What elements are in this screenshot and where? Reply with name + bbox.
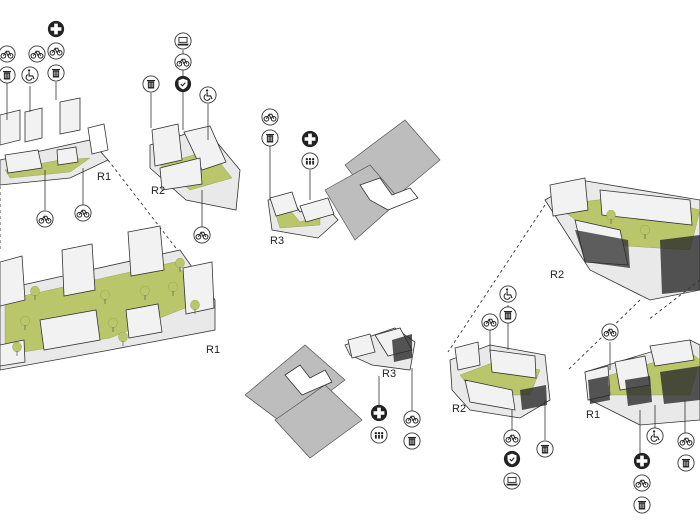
trash-bin-icon [403,432,421,450]
bicycle-icon [28,45,46,63]
wheelchair-icon [646,427,664,445]
connector-line [647,279,700,321]
trash-bin-icon [499,306,517,324]
computer-icon [503,472,521,490]
label-r2-right-large: R2 [550,269,564,281]
bicycle-icon [403,410,421,428]
bicycle-icon [47,42,65,60]
bicycle-icon [193,226,211,244]
bicycle-icon [677,432,695,450]
label-r2-top: R2 [151,185,165,197]
trash-bin-icon [261,129,279,147]
cluster-r1-large [0,225,216,371]
cluster-r2-right-large [544,177,700,301]
shield-icon [503,450,521,468]
label-r2-bottom: R2 [452,403,466,415]
cluster-r3-bottom [244,327,416,459]
label-r1-bottom-right: R1 [586,409,600,421]
shield-icon [174,75,192,93]
trash-bin-icon [142,75,160,93]
trash-bin-icon [536,440,554,458]
bicycle-icon [0,45,16,63]
medical-cross-icon [370,404,388,422]
computer-icon [174,32,192,50]
medical-cross-icon [47,20,65,38]
bicycle-icon [633,474,651,492]
wheelchair-icon [21,66,39,84]
bicycle-icon [481,313,499,331]
label-r1-top-left: R1 [97,171,111,183]
cluster-r1-bottom-right [584,339,700,455]
bicycle-icon [36,210,54,228]
trash-bin-icon [47,64,65,82]
bicycle-icon [74,204,92,222]
cluster-r1-top-left [0,68,109,210]
cluster-r2-top [149,50,241,230]
trash-bin-icon [0,66,16,84]
bicycle-icon [503,429,521,447]
cluster-r2-bottom [449,305,551,440]
connector-line [447,204,546,353]
wheelchair-icon [199,86,217,104]
people-icon [301,152,319,170]
trash-bin-icon [677,454,695,472]
label-r3-bottom: R3 [382,368,396,380]
label-r1-large: R1 [206,344,220,356]
bicycle-icon [601,323,619,341]
medical-cross-icon [301,130,319,148]
label-r3-top: R3 [270,235,284,247]
bicycle-icon [261,108,279,126]
bicycle-icon [174,53,192,71]
trash-bin-icon [633,496,651,514]
cluster-r3-top [267,119,441,241]
medical-cross-icon [633,452,651,470]
wheelchair-icon [499,285,517,303]
people-icon [370,426,388,444]
connector-line [107,159,183,257]
